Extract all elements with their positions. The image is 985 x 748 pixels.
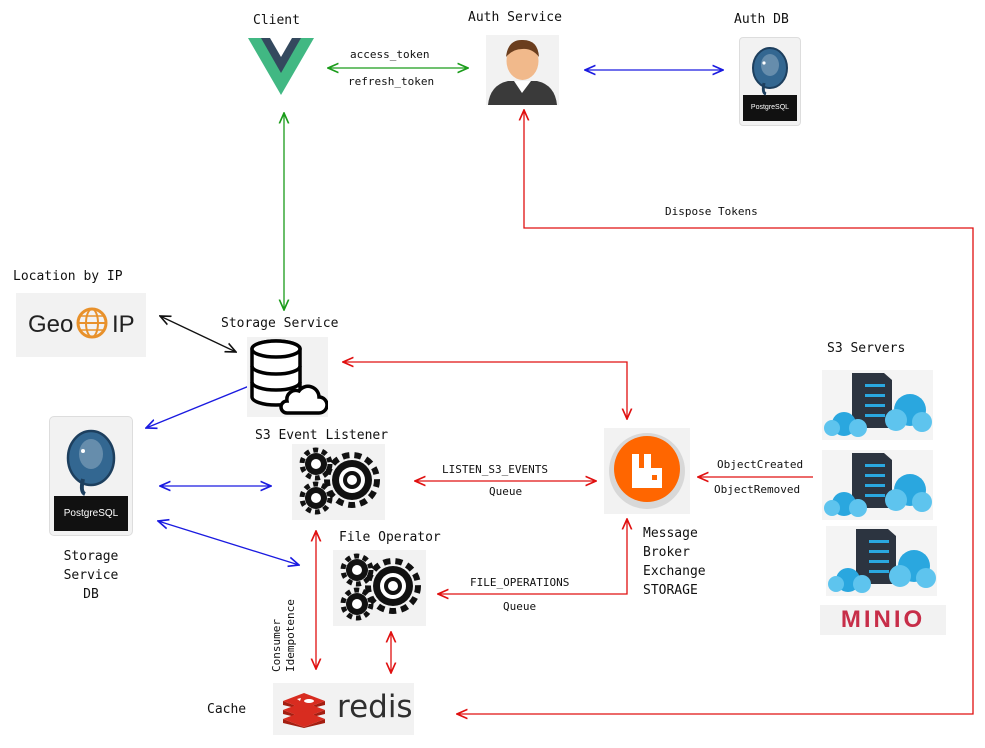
edge-geoip-storage: [160, 316, 236, 352]
geoip-text-right: IP: [112, 311, 135, 338]
edge-label-access-token: access_token: [350, 48, 430, 61]
message-broker-label-line: Exchange: [643, 564, 706, 579]
file-operator-label: File Operator: [339, 530, 441, 545]
gears-icon: [292, 444, 385, 520]
edge-label-dispose-tokens: Dispose Tokens: [665, 205, 758, 218]
edge-label-queue: Queue: [489, 485, 523, 498]
edge-label-listen-s3-events: LISTEN_S3_EVENTS: [442, 463, 548, 476]
storage-db-label: Storage Service DB: [50, 547, 132, 604]
edge-label-consumer-idempotence: Consumer Idempotence: [270, 599, 298, 672]
edge-fileop-broker: [438, 519, 627, 594]
client-label: Client: [253, 13, 300, 28]
edge-storage-broker: [343, 362, 627, 419]
idempotence-line: Consumer: [270, 619, 283, 672]
globe-icon: [76, 307, 108, 339]
gears-icon: [333, 550, 426, 626]
storage-db-label-line: Storage: [63, 549, 119, 564]
postgresql-icon: PostgreSQL: [739, 37, 801, 126]
message-broker-label: Message Broker Exchange STORAGE: [643, 524, 706, 600]
storage-db-label-line: DB: [83, 587, 99, 602]
postgresql-logo-text: PostgreSQL: [750, 104, 790, 111]
redis-logo-text: redis: [337, 689, 413, 725]
cache-label: Cache: [207, 702, 247, 717]
server-cloud-icon: [826, 526, 937, 596]
auth-db-label: Auth DB: [734, 12, 789, 27]
user-avatar-icon: [486, 35, 559, 105]
edge-label-file-operations: FILE_OPERATIONS: [470, 576, 570, 589]
edge-label-object-created: ObjectCreated: [717, 458, 804, 471]
idempotence-line: Idempotence: [284, 599, 297, 672]
storage-db-label-line: Service: [63, 568, 119, 583]
auth-service-label: Auth Service: [468, 10, 562, 25]
edge-label-queue: Queue: [503, 600, 537, 613]
geoip-logo-icon: Geo IP: [16, 293, 146, 357]
edge-label-object-removed: ObjectRemoved: [714, 483, 801, 496]
postgresql-logo-text: PostgreSQL: [63, 508, 119, 519]
vue-logo-icon: [248, 38, 314, 95]
geoip-text-left: Geo: [28, 311, 74, 338]
message-broker-label-line: STORAGE: [643, 583, 698, 598]
redis-cube-icon: [283, 693, 325, 728]
postgresql-icon: PostgreSQL: [49, 416, 133, 536]
message-broker-label-line: Message: [643, 526, 698, 541]
redis-logo-icon: redis: [273, 683, 414, 735]
edge-db-storage: [146, 382, 259, 428]
storage-service-label: Storage Service: [221, 316, 339, 331]
rabbitmq-icon: [604, 428, 690, 514]
server-cloud-icon: [822, 450, 933, 520]
edge-label-refresh-token: refresh_token: [348, 75, 435, 88]
s3-event-listener-label: S3 Event Listener: [255, 428, 389, 443]
s3-servers-label: S3 Servers: [827, 341, 906, 356]
edge-db-fileop: [158, 521, 299, 565]
message-broker-label-line: Broker: [643, 545, 690, 560]
location-label: Location by IP: [13, 269, 123, 284]
minio-logo: MINIO: [820, 605, 946, 635]
edge-dispose-tokens: [457, 110, 974, 714]
database-cloud-icon: [247, 337, 328, 417]
server-cloud-icon: [822, 370, 933, 440]
